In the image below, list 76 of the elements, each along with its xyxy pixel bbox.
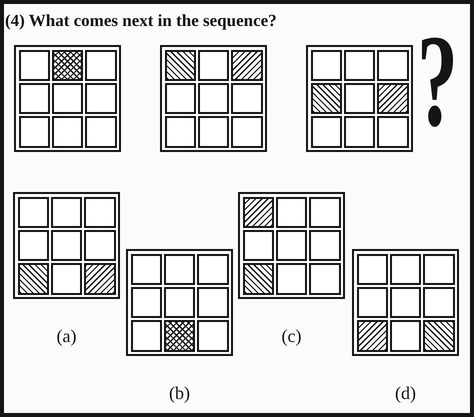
blank-square [50,263,82,294]
option-label: (b) [169,383,190,403]
blank-square [309,196,340,228]
blank-square [310,116,342,148]
option-label: (c) [282,326,302,346]
blank-square [344,82,376,114]
blank-square [356,286,388,318]
blank-square [390,254,422,285]
hatched-square [242,196,274,228]
blank-square [52,116,84,148]
blank-square [198,82,230,114]
blank-square [164,82,196,114]
crosshatched-square [52,50,84,81]
blank-square [164,254,196,285]
blank-square [50,230,82,262]
blank-square [164,116,196,148]
hatched-square [84,263,116,294]
blank-square [356,254,388,285]
blank-square [85,116,116,148]
blank-square [390,320,422,352]
blank-square [197,254,228,285]
blank-square [130,320,162,352]
hatched-square [18,263,49,294]
blank-square [242,230,274,262]
blank-square [85,82,116,114]
hatched-square [231,50,262,81]
blank-square [309,263,340,294]
blank-square [276,196,308,228]
question-mark: ? [417,31,458,131]
blank-square [377,50,408,81]
blank-square [84,196,116,228]
blank-square [197,286,228,318]
blank-square [390,286,422,318]
blank-square [309,230,340,262]
hatched-square [377,82,408,114]
nine-square-grid [13,192,120,299]
blank-square [18,82,50,114]
blank-square [344,116,376,148]
blank-square [130,286,162,318]
blank-square [164,286,196,318]
nine-square-grid [126,249,233,356]
blank-square [231,116,262,148]
nine-square-grid [14,45,121,152]
blank-square [276,230,308,262]
blank-square [50,196,82,228]
blank-square [344,50,376,81]
blank-square [310,50,342,81]
blank-square [276,263,308,294]
blank-square [423,254,454,285]
hatched-square [242,263,274,294]
option-label: (a) [56,326,76,346]
nine-square-grid [238,192,345,299]
blank-square [198,116,230,148]
blank-square [18,50,50,81]
blank-square [18,196,49,228]
blank-square [231,82,262,114]
crosshatched-square [164,320,196,352]
blank-square [423,286,454,318]
blank-square [377,116,408,148]
nine-square-grid [306,45,413,152]
blank-square [85,50,116,81]
blank-square [18,116,50,148]
blank-square [52,82,84,114]
hatched-square [310,82,342,114]
nine-square-grid [352,249,459,356]
blank-square [84,230,116,262]
blank-square [18,230,49,262]
question-title: (4) What comes next in the sequence? [5,10,277,31]
blank-square [197,320,228,352]
hatched-square [423,320,454,352]
hatched-square [356,320,388,352]
option-label: (d) [395,383,416,403]
nine-square-grid [160,45,267,152]
blank-square [198,50,230,81]
blank-square [130,254,162,285]
hatched-square [164,50,196,81]
